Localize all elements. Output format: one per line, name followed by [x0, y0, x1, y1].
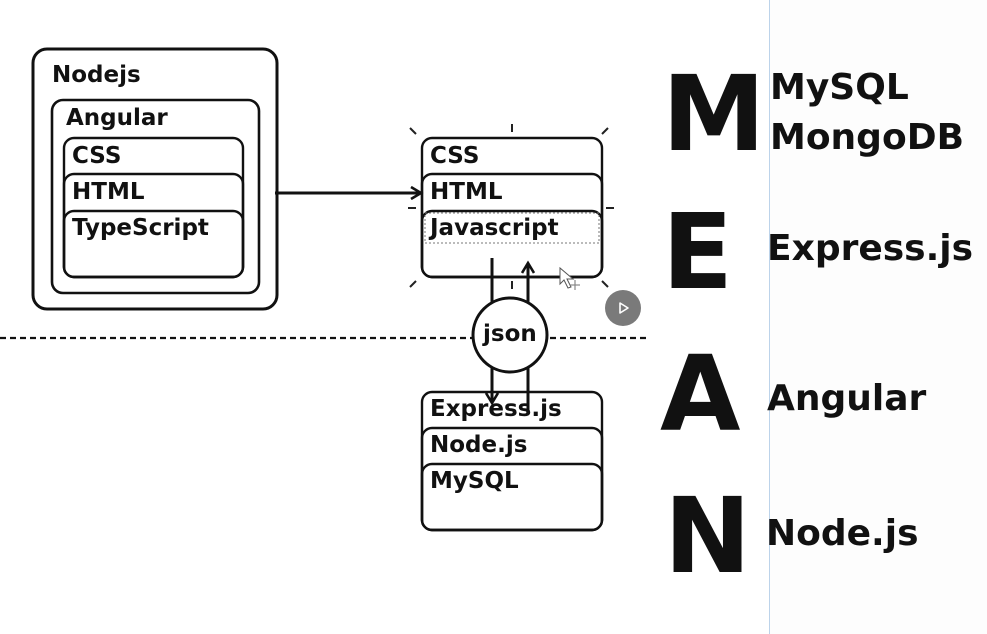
server-mysql-label: MySQL	[430, 468, 519, 494]
mysql-box	[420, 462, 604, 532]
javascript-text-selection	[424, 212, 600, 244]
client-javascript-box	[420, 209, 604, 279]
server-nodejs-label: Node.js	[430, 432, 528, 458]
angular-label: Angular	[66, 105, 168, 131]
client-html-label: HTML	[430, 179, 503, 205]
mean-letter-m: M	[662, 53, 766, 175]
nodejs-label: Nodejs	[52, 62, 141, 88]
mysql-term: MySQL	[770, 67, 909, 108]
move-cursor-icon	[570, 280, 580, 290]
expressjs-label: Express.js	[430, 396, 562, 422]
mongodb-term: MongoDB	[770, 117, 965, 158]
angular-term: Angular	[767, 378, 927, 419]
mean-letter-a: A	[660, 333, 741, 455]
angular-box	[50, 98, 261, 295]
left-html-label: HTML	[72, 179, 145, 205]
mean-letter-e: E	[662, 191, 734, 313]
nodejs-box	[31, 47, 279, 311]
play-icon	[619, 302, 629, 314]
mean-letter-n: N	[664, 475, 752, 597]
mouse-cursor-icon	[559, 266, 575, 289]
left-css-label: CSS	[72, 143, 122, 169]
expressjs-term: Express.js	[767, 228, 974, 269]
typescript-layer-box	[62, 209, 245, 279]
nodejs-term: Node.js	[766, 513, 919, 554]
play-button[interactable]	[605, 290, 641, 326]
json-label: json	[483, 321, 537, 347]
typescript-label: TypeScript	[72, 215, 209, 241]
client-css-label: CSS	[430, 143, 480, 169]
panel-divider-line	[769, 0, 770, 634]
json-circle	[471, 296, 549, 374]
right-panel-background	[770, 0, 987, 634]
client-javascript-label[interactable]: Javascript	[430, 215, 559, 241]
selection-handles[interactable]	[408, 124, 614, 289]
